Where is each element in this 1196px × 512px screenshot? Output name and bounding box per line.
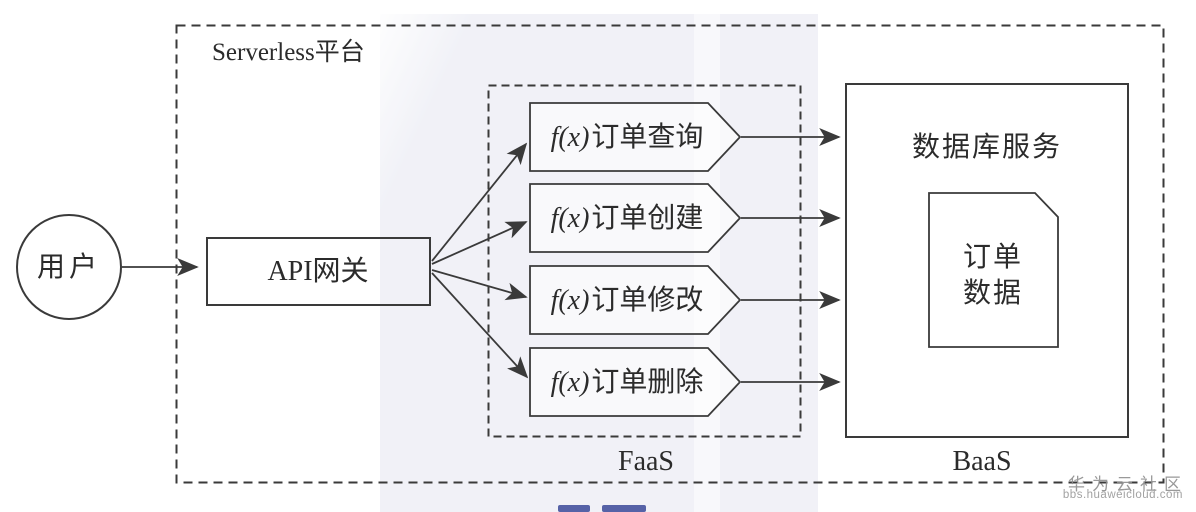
user-circle bbox=[16, 214, 122, 320]
huawei-community-watermark: 华为云社区 bbox=[1068, 475, 1188, 494]
order-data-line1: 订单 bbox=[962, 242, 1024, 273]
arrow-api-to-query bbox=[431, 142, 528, 262]
faas-boundary bbox=[487, 84, 802, 438]
serverless-platform-boundary bbox=[175, 24, 1165, 484]
function-shape-create bbox=[529, 183, 742, 253]
function-name: 订单删除 bbox=[591, 367, 704, 398]
serverless-platform-label: Serverless平台 bbox=[212, 39, 365, 66]
user-label: 用户 bbox=[36, 252, 102, 283]
function-label-create: f(x)订单创建 bbox=[551, 205, 704, 233]
function-shape-query bbox=[529, 102, 742, 172]
baas-label: BaaS bbox=[952, 446, 1012, 477]
function-name: 订单创建 bbox=[591, 203, 704, 234]
watermark-wash bbox=[380, 14, 818, 512]
api-gateway-box bbox=[206, 237, 431, 306]
order-data-document-shape bbox=[928, 192, 1059, 348]
fx-prefix: f(x) bbox=[550, 203, 590, 234]
database-service-label: 数据库服务 bbox=[911, 132, 1063, 163]
function-name: 订单修改 bbox=[591, 285, 704, 316]
function-label-delete: f(x)订单删除 bbox=[551, 369, 704, 397]
function-shape-delete bbox=[529, 347, 742, 417]
arrow-api-to-update bbox=[431, 269, 528, 301]
faas-label: FaaS bbox=[618, 446, 674, 477]
watermark-wash-highlight bbox=[694, 14, 720, 512]
bottom-logo-fragment bbox=[602, 505, 646, 512]
fx-prefix: f(x) bbox=[550, 285, 590, 316]
arrow-api-to-create bbox=[431, 221, 528, 265]
fx-prefix: f(x) bbox=[550, 122, 590, 153]
function-name: 订单查询 bbox=[591, 122, 704, 153]
baas-database-service-box bbox=[845, 83, 1129, 438]
function-label-query: f(x)订单查询 bbox=[551, 124, 704, 152]
function-label-update: f(x)订单修改 bbox=[551, 287, 704, 315]
arrow-api-to-delete bbox=[431, 272, 529, 379]
api-gateway-label: API网关 bbox=[267, 256, 369, 287]
function-shape-update bbox=[529, 265, 742, 335]
order-data-line2: 数据 bbox=[962, 278, 1024, 309]
fx-prefix: f(x) bbox=[550, 367, 590, 398]
bottom-logo-fragment bbox=[558, 505, 590, 512]
huawei-community-url: bbs.huaweicloud.com bbox=[1062, 489, 1183, 501]
